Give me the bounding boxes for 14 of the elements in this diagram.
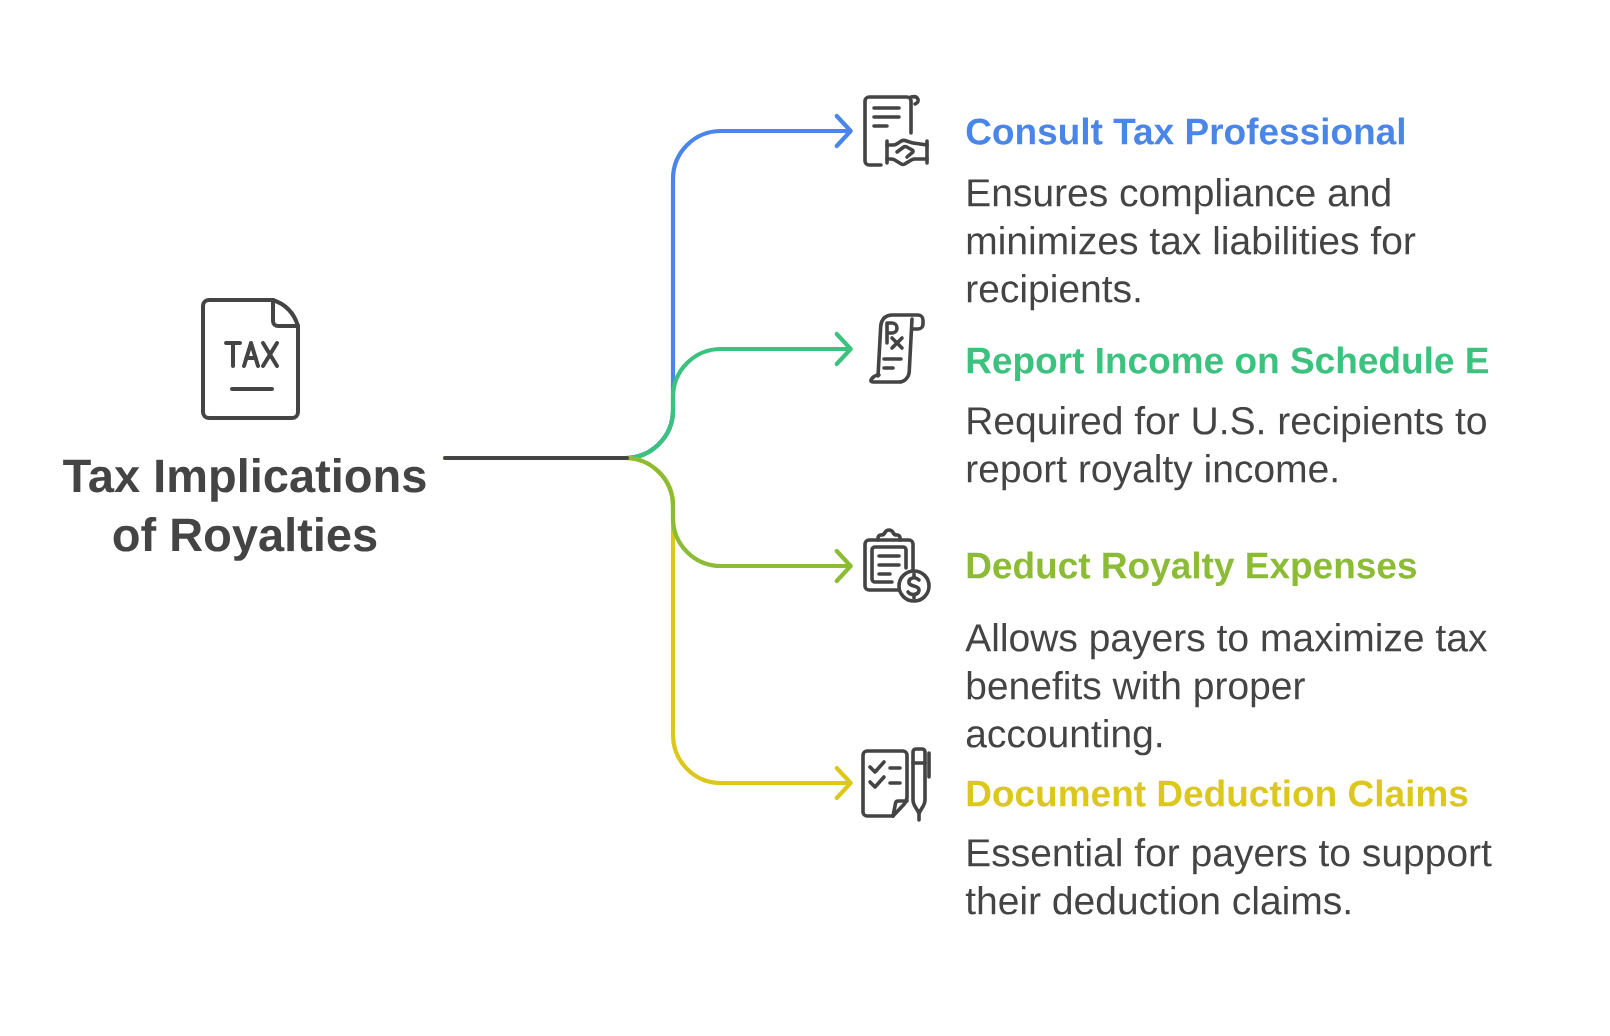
step-heading: Consult Tax Professional [966, 117, 1404, 145]
step-description: Required for U.S. recipients to report royalty income. [967, 406, 1486, 491]
handshake-document-icon [863, 94, 929, 167]
prescription-icon [869, 313, 925, 384]
step-description: Ensures compliance and minimizes tax liabilities for recipients. [967, 178, 1416, 311]
step-description: Allows payers to maximize tax benefits with proper accounting. [965, 623, 1488, 756]
connector-line [443, 455, 630, 461]
step-heading: Deduct Royalty Expenses [967, 551, 1416, 586]
clipboard-dollar-icon [863, 528, 931, 603]
topic-title: Tax Implications of Royalties [63, 458, 426, 561]
step-description: Essential for payers to support their deduction claims. [965, 838, 1492, 915]
checklist-pen-icon [861, 747, 931, 822]
step-heading: Document Deduction Claims [967, 779, 1468, 807]
step-heading: Report Income on Schedule E [967, 346, 1488, 381]
